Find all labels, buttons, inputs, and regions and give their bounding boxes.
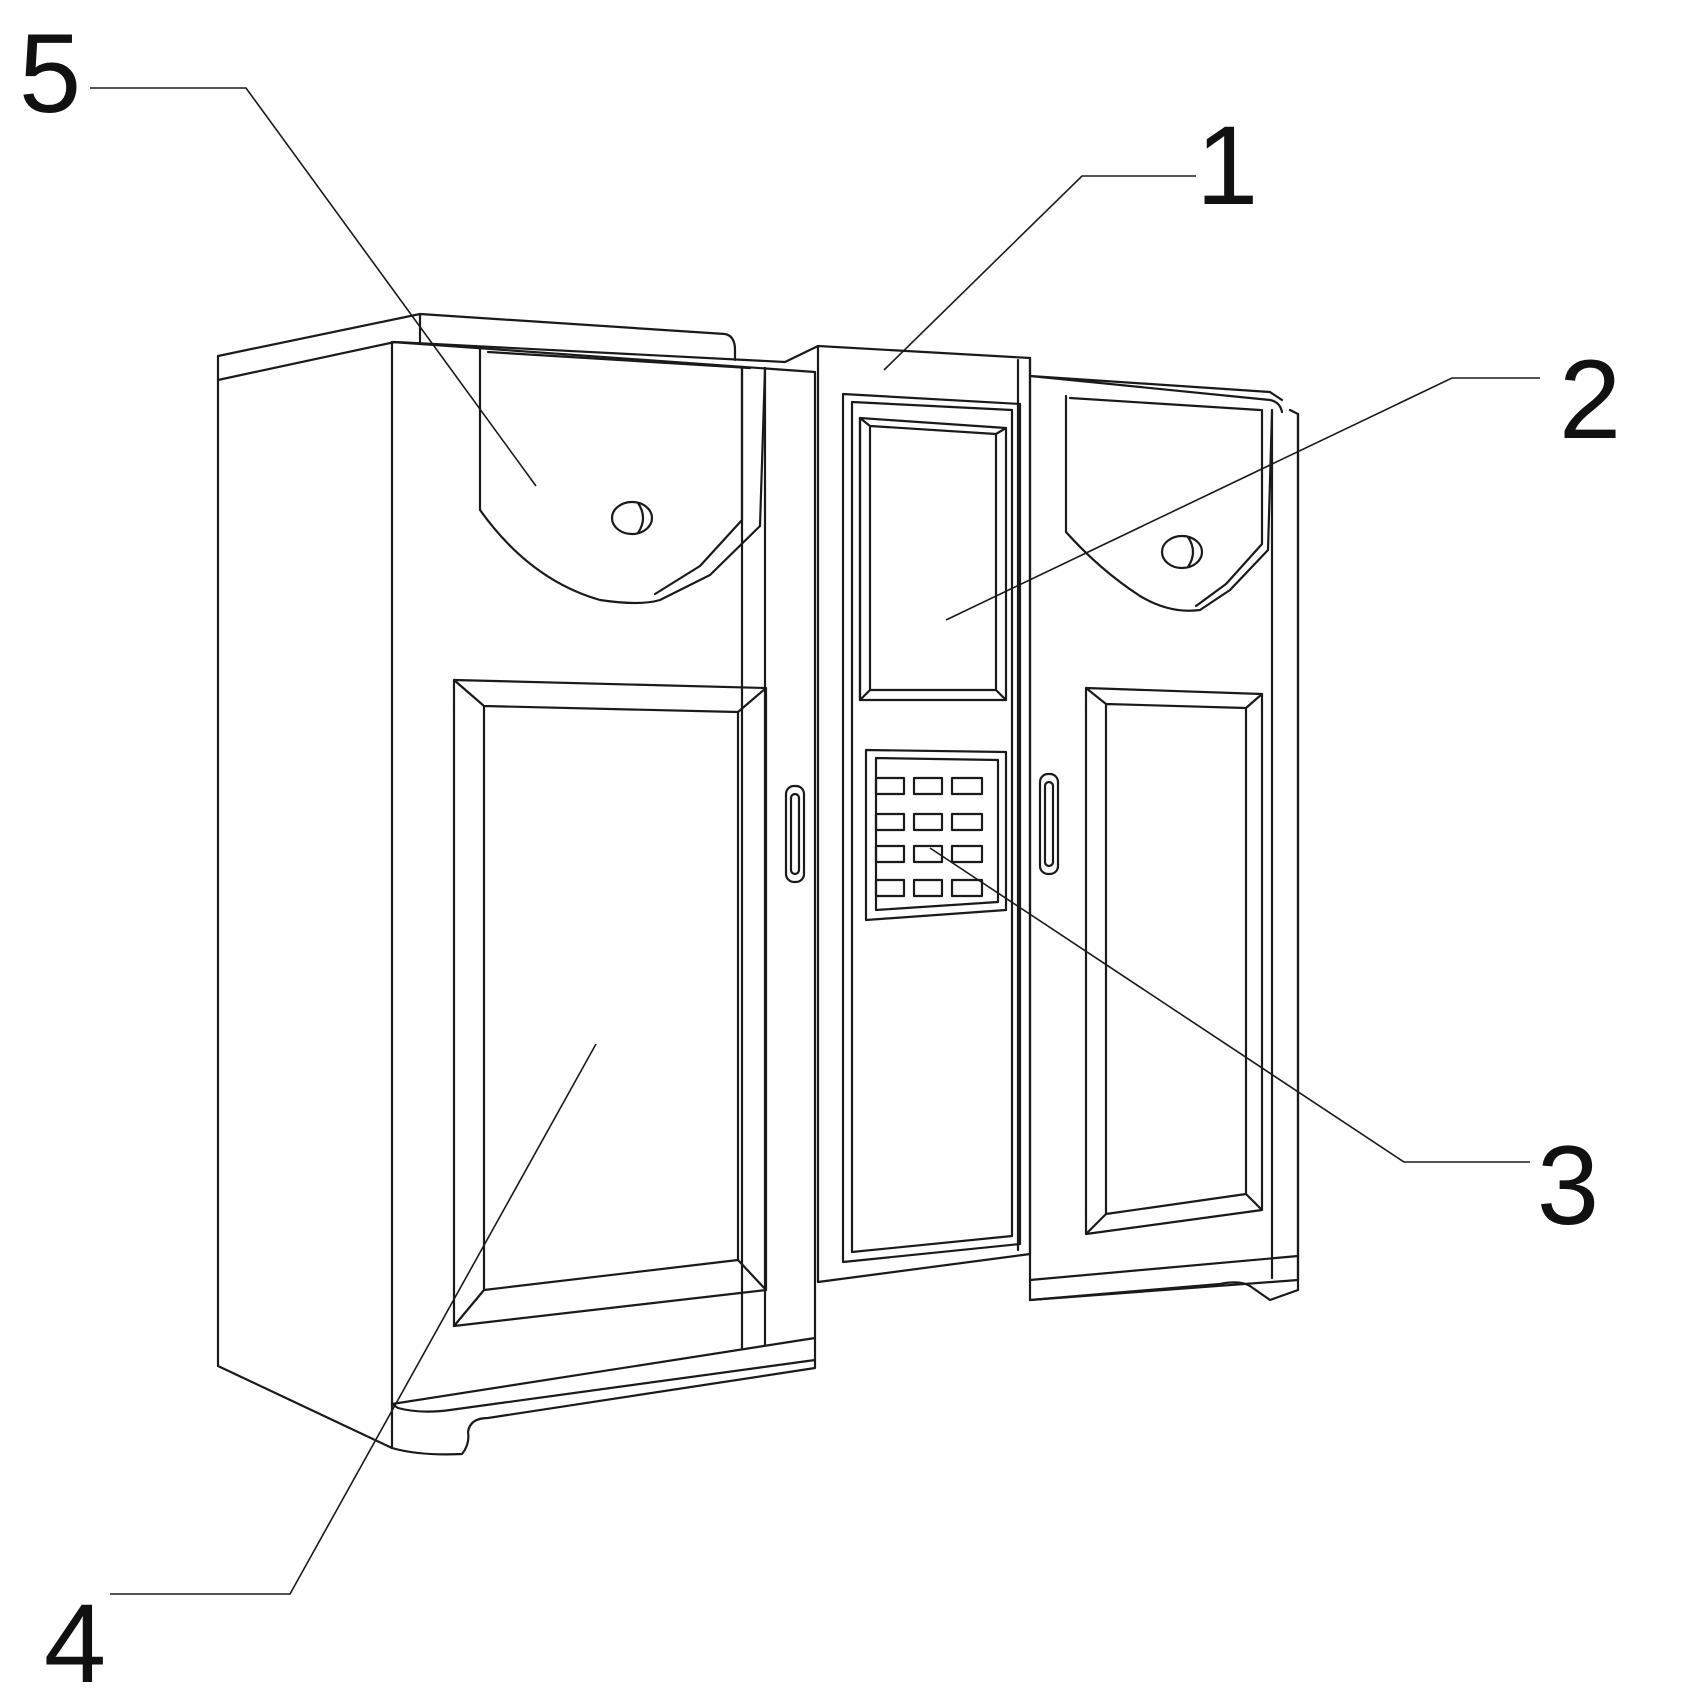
keypad-key[interactable] (912, 812, 944, 832)
keypad-key[interactable] (912, 844, 944, 864)
keypad-key[interactable] (950, 812, 984, 832)
left-door-handle (784, 784, 806, 884)
leader-line-5 (90, 87, 537, 487)
leader-line-2 (945, 377, 1540, 621)
leader-lines (90, 87, 1540, 1595)
left-shield-knob-highlight (636, 501, 645, 535)
keypad-key[interactable] (874, 878, 906, 898)
right-door-panel (1084, 686, 1264, 1236)
left-cabinet-front (390, 340, 817, 1406)
left-door-panel (452, 678, 768, 1328)
center-column (783, 344, 1032, 1284)
left-cabinet (216, 312, 817, 1456)
right-door-handle (1038, 772, 1060, 876)
reference-numeral-5: 5 (19, 11, 81, 136)
display-screen (858, 416, 1008, 702)
left-cabinet-top (216, 312, 787, 382)
left-cabinet-side (216, 340, 394, 1450)
keypad-keys (874, 776, 984, 898)
left-shield-panel (478, 346, 767, 605)
right-door-handle-inner (1043, 780, 1055, 868)
reference-numeral-1: 1 (1196, 103, 1258, 228)
right-cabinet-top (1028, 356, 1300, 1292)
reference-numeral-4: 4 (44, 1581, 106, 1696)
keypad-key[interactable] (874, 812, 906, 832)
display-screen-bezel (858, 416, 1008, 702)
keypad-key[interactable] (950, 776, 984, 796)
keypad (864, 748, 1008, 922)
keypad-key[interactable] (950, 878, 984, 898)
leader-line-1 (883, 175, 1196, 371)
leader-line-3 (929, 847, 1530, 1163)
keypad-key[interactable] (874, 844, 906, 864)
leader-line-4 (110, 1043, 597, 1595)
right-cabinet-base (1028, 1254, 1300, 1302)
left-shield-knob (610, 500, 654, 536)
reference-numeral-3: 3 (1537, 1123, 1599, 1248)
left-door-handle-inner (789, 792, 801, 876)
right-cabinet-front (1028, 374, 1300, 1302)
right-shield-panel (1064, 394, 1274, 612)
keypad-key[interactable] (950, 844, 984, 864)
left-cabinet-base (390, 1336, 817, 1456)
right-cabinet (1028, 356, 1300, 1302)
center-inner-frame (841, 392, 1022, 1264)
reference-numeral-2: 2 (1559, 337, 1621, 462)
right-shield-knob-highlight (1186, 535, 1195, 569)
keypad-key[interactable] (912, 776, 944, 796)
reference-numerals: 1 2 3 4 5 (19, 11, 1621, 1696)
right-shield-knob (1160, 534, 1204, 570)
keypad-key[interactable] (912, 878, 944, 898)
keypad-key[interactable] (874, 776, 906, 796)
left-door-edge (740, 365, 767, 1350)
